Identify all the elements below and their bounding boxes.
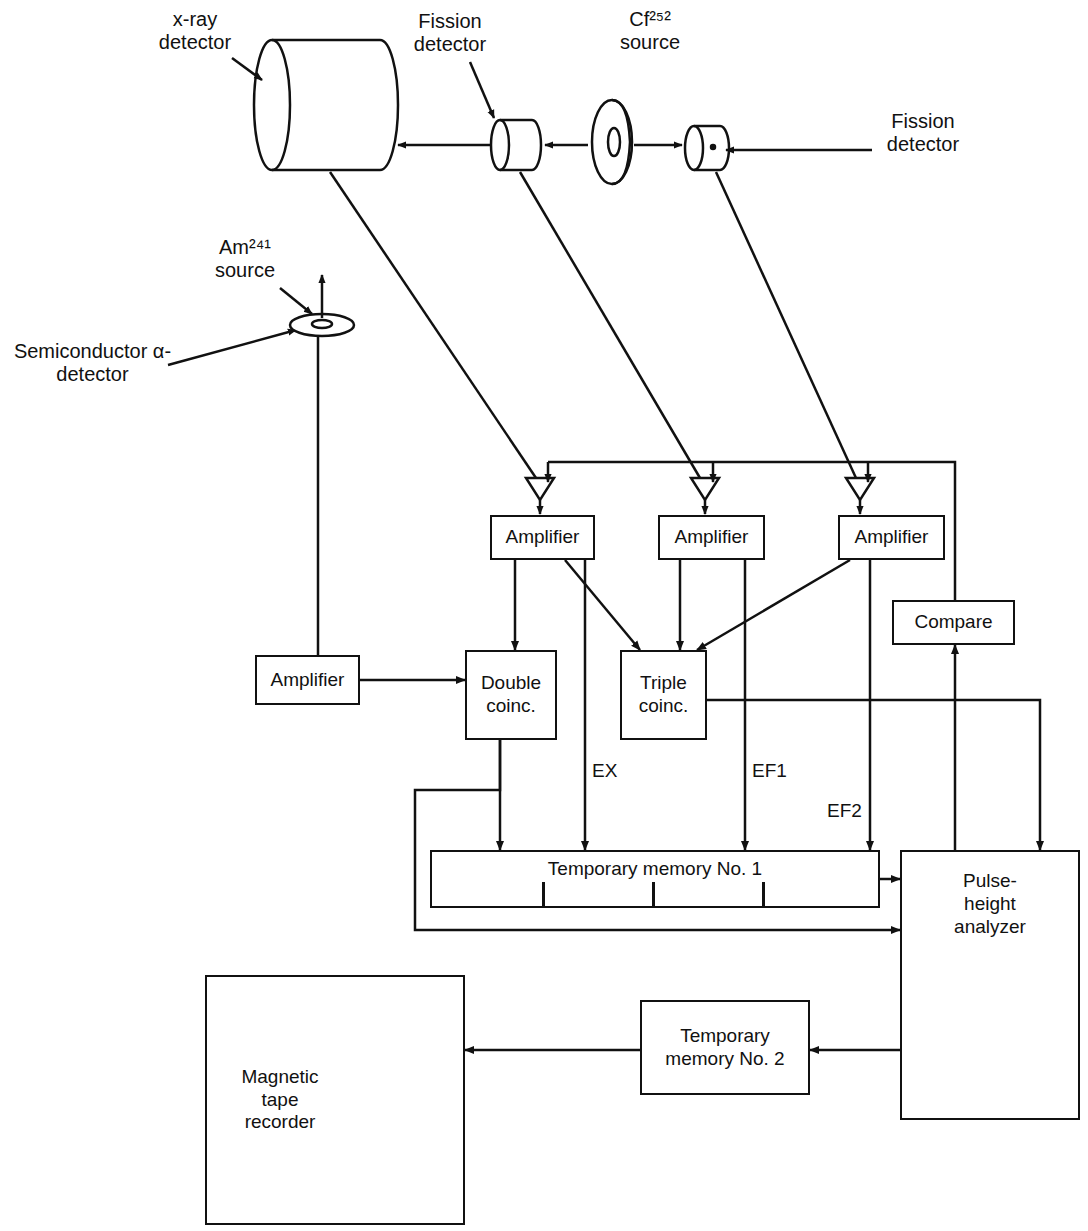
feedback-wire (547, 462, 550, 482)
fragment-arrow (634, 144, 682, 147)
signal-connector (415, 740, 900, 930)
node-label: Temporary memory No. 1 (548, 858, 762, 881)
part-label: Fission detector (395, 10, 505, 56)
leader-line (168, 330, 296, 365)
leader-line (726, 149, 872, 152)
signal-wire (859, 500, 862, 514)
leader-line (470, 62, 494, 118)
compare-box: Compare (892, 600, 1015, 645)
node-label: Compare (914, 611, 992, 634)
fragment-arrow (545, 144, 588, 147)
signal-connector (880, 878, 900, 881)
signal-connector (954, 645, 957, 850)
part-label: x-ray detector (135, 8, 255, 54)
node-label: Amplifier (855, 526, 929, 549)
node-label: Double coinc. (471, 672, 551, 718)
compartment-divider (762, 882, 765, 906)
signal-name: EF1 (750, 760, 789, 782)
memory-box: Temporary memory No. 1 (430, 850, 880, 908)
signal-wire (330, 172, 536, 478)
analyzer-box: Pulse-height analyzer (900, 850, 1080, 1120)
node-label: Magnetic tape recorder (225, 1066, 335, 1134)
part-label: Fission detector (868, 110, 978, 156)
signal-connector (697, 560, 850, 650)
feedback-wire (712, 462, 715, 482)
fragment-arrow (398, 144, 490, 147)
signal-wire (704, 500, 707, 514)
signal-connector (465, 1049, 640, 1052)
node-label: Triple coinc. (626, 672, 701, 718)
node-label: Amplifier (271, 669, 345, 692)
amplifier-box: Amplifier (490, 515, 595, 560)
node-label: Temporary memory No. 2 (660, 1025, 790, 1071)
x-ray-detector (254, 40, 398, 170)
leader-line (232, 58, 262, 80)
preamp-symbol (846, 478, 874, 500)
cf-source-disc (592, 100, 632, 184)
signal-connector (744, 560, 747, 850)
compartment-divider (542, 882, 545, 906)
coincidence-box: Triple coinc. (620, 650, 707, 740)
signal-connector (584, 560, 587, 850)
coincidence-box: Double coinc. (465, 650, 557, 740)
alpha-arrow (321, 275, 324, 318)
signal-connector (869, 560, 872, 850)
fission-detector (685, 126, 729, 170)
part-label: Cf²⁵² source (605, 8, 695, 54)
node-label: Pulse-height analyzer (940, 870, 1040, 938)
node-label: Amplifier (506, 526, 580, 549)
memory-box: Temporary memory No. 2 (640, 1000, 810, 1095)
signal-connector (679, 560, 682, 650)
fission-detector (491, 120, 541, 170)
signal-connector (360, 679, 465, 682)
compartment-divider (652, 882, 655, 906)
feedback-wire (867, 462, 870, 482)
signal-wire (716, 172, 856, 478)
signal-wire (539, 500, 542, 514)
signal-wire (520, 172, 700, 478)
signal-connector (810, 1049, 900, 1052)
signal-connector (707, 700, 1040, 850)
signal-name: EX (590, 760, 619, 782)
amplifier-box: Amplifier (658, 515, 765, 560)
amplifier-box: Amplifier (255, 655, 360, 705)
feedback-wire (548, 462, 955, 600)
part-label: Semiconductor α-detector (10, 340, 175, 386)
signal-connector (565, 560, 640, 650)
signal-name: EF2 (825, 800, 864, 822)
preamp-symbol (526, 478, 554, 500)
signal-connector (514, 560, 517, 650)
signal-wire (317, 336, 320, 655)
leader-line (280, 288, 312, 314)
preamp-symbol (691, 478, 719, 500)
part-label: Am²⁴¹ source (195, 236, 295, 282)
amplifier-box: Amplifier (838, 515, 945, 560)
node-label: Amplifier (675, 526, 749, 549)
tape-recorder-box: Magnetic tape recorder (205, 975, 465, 1225)
